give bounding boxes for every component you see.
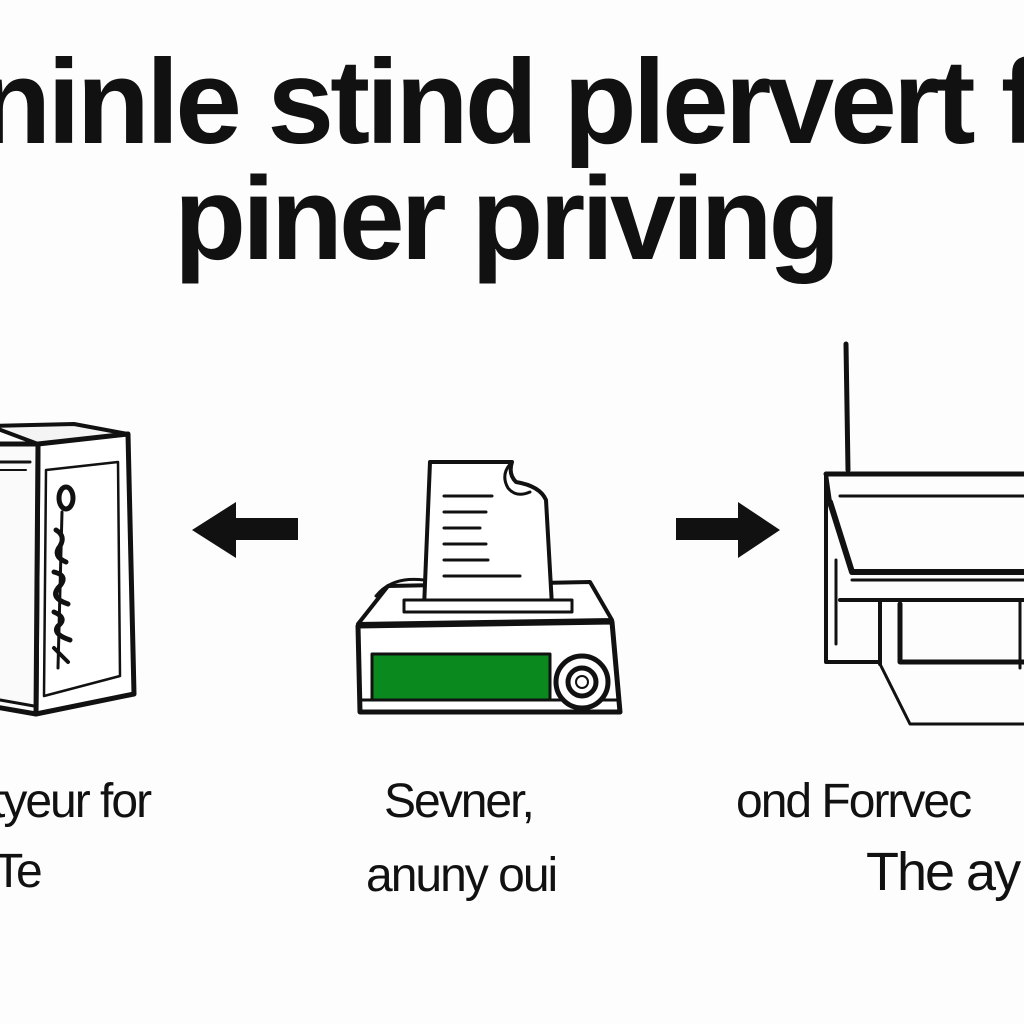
- caption-middle-line-1: Sevner,: [384, 775, 535, 828]
- title-line-1: ninle stind plervert fo: [0, 35, 1024, 169]
- scanner-device-icon: [823, 341, 1024, 726]
- arrow-right-icon: [676, 502, 780, 558]
- server-cabinet-icon: [0, 422, 137, 717]
- caption-right-line-1: ond Forrvec: [736, 775, 972, 828]
- arrow-left-icon: [192, 502, 298, 558]
- caption-right-line-2: The ay: [866, 842, 1021, 902]
- caption-left-line-2: Te: [0, 845, 43, 898]
- caption-middle-line-2: anuny oui: [366, 849, 558, 902]
- caption-left-line-1: tyeur for: [0, 775, 152, 828]
- title-line-2: piner priving: [174, 153, 841, 285]
- printer-icon: [355, 460, 623, 715]
